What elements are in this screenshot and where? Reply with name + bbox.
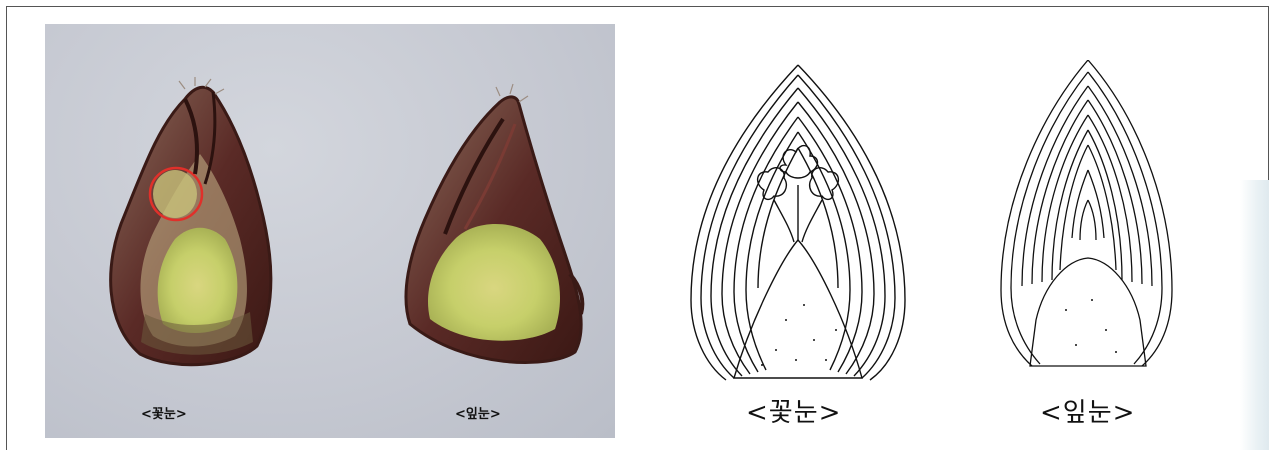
leaf-bud-diagram-caption: <잎눈> (1040, 392, 1135, 429)
edge-tint (1240, 180, 1269, 450)
leaf-bud-diagram (996, 60, 1176, 376)
flower-bud-diagram-caption: <꽃눈> (746, 392, 841, 429)
photo-illustration (45, 24, 615, 438)
flower-bud-photo-caption: <꽃눈> (141, 403, 187, 422)
flower-bud-photo (111, 77, 271, 365)
flower-bud-diagram (686, 60, 910, 390)
leaf-bud-photo (406, 84, 582, 362)
bud-cross-section-photo: <꽃눈> <잎눈> (45, 24, 615, 438)
leaf-bud-photo-caption: <잎눈> (455, 403, 501, 422)
